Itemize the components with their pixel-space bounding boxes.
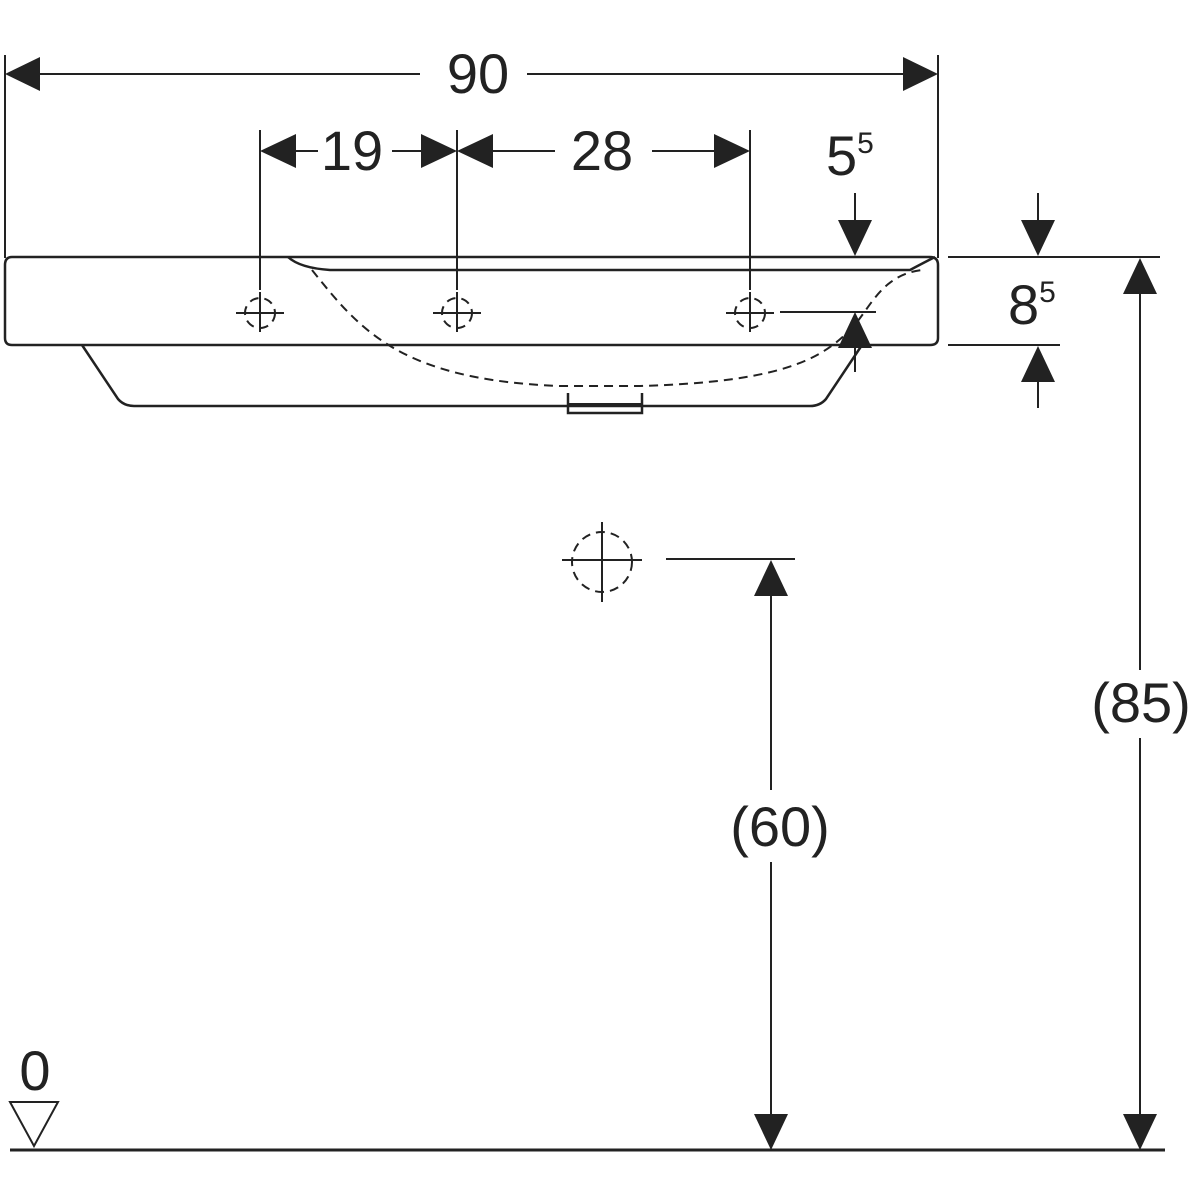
drain-connection-point [562, 522, 642, 602]
arrow-head-up [1021, 346, 1055, 382]
floor-level-label: 0 [19, 1039, 50, 1102]
edge-offset-label: 55 [826, 124, 874, 187]
arrow-head-up [754, 560, 788, 596]
edge-offset-dimension: 55 [780, 124, 876, 372]
basin-bowl-underside [80, 344, 864, 408]
overall-width-label: 90 [447, 42, 509, 105]
floor-level-marker: 0 [8, 1039, 1165, 1152]
basin-rim-inner [287, 255, 936, 272]
drain-height-label: (60) [730, 795, 830, 858]
tap-hole-spacing-dimensions: 19 28 [259, 119, 751, 290]
rim-height-from-floor-dimension: (85) [1091, 258, 1191, 1150]
arrow-head [714, 134, 750, 168]
arrow-head [260, 134, 296, 168]
tap-hole-left [236, 292, 284, 332]
basin-bowl-hidden-edge [311, 269, 923, 387]
arrow-head-down [754, 1114, 788, 1150]
arrow-head-up [1123, 258, 1157, 294]
level-triangle-icon [8, 1101, 60, 1149]
arrow-head [421, 134, 457, 168]
rim-height-from-floor-label: (85) [1091, 671, 1191, 734]
arrow-head-down [838, 220, 872, 256]
arrow-head-down [1021, 220, 1055, 256]
arrow-head [457, 134, 493, 168]
rim-height-label: 85 [1008, 273, 1056, 336]
arrow-head [5, 57, 40, 91]
tap-hole-center [433, 292, 481, 332]
washbasin-outline [3, 255, 940, 415]
basin-top-slab [3, 255, 940, 347]
overall-width-dimension: 90 [4, 42, 939, 258]
arrow-head [903, 57, 938, 91]
spacing-right-label: 28 [571, 119, 633, 182]
tap-hole-right [726, 292, 774, 332]
spacing-left-label: 19 [321, 119, 383, 182]
rim-height-dimension: 85 [948, 193, 1160, 408]
arrow-head-down [1123, 1114, 1157, 1150]
arrow-head-up [838, 312, 872, 348]
drain-height-dimension: (60) [666, 558, 830, 1150]
